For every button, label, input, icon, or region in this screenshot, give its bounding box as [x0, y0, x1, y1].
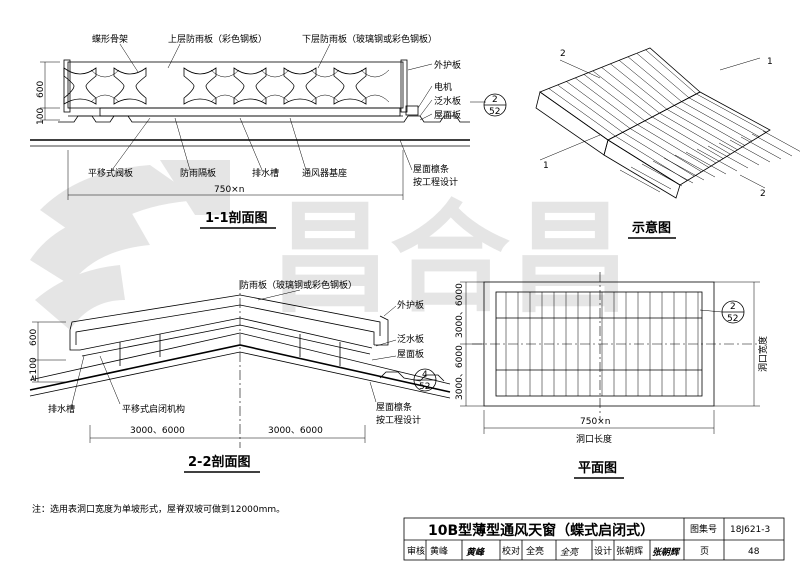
s1-label-butterfly-frame: 蝶形骨架 — [92, 33, 128, 45]
title-block-title: 10B型薄型通风天窗（蝶式启闭式） — [428, 522, 654, 539]
plan-view: 3000、6000 3000、6000 洞口宽度 2 52 750×n 洞口长度… — [455, 272, 769, 479]
page-label: 页 — [700, 546, 709, 557]
reviewer-name: 黄峰 — [430, 545, 448, 557]
s1-label-roof-panel: 屋面板 — [434, 109, 461, 121]
s2-label-rain-panel: 防雨板（玻璃钢或彩色钢板） — [240, 279, 357, 291]
designer-signature: 张朝辉 — [652, 547, 681, 558]
s1-label-vent-base: 通风器基座 — [302, 167, 347, 179]
s2-dim-left: 3000、6000 — [130, 426, 185, 436]
plan-length-label: 洞口长度 — [576, 433, 612, 445]
schematic-mark-1b: 1 — [767, 57, 773, 67]
check-label: 校对 — [502, 545, 520, 557]
watermark-text: 昌合昌 — [270, 190, 630, 329]
s1-label-by-design: 按工程设计 — [413, 176, 458, 188]
butterfly-frame — [113, 67, 147, 105]
s1-label-flashing: 泛水板 — [434, 95, 461, 107]
designer-name: 张朝辉 — [616, 546, 643, 557]
schematic-mark-2b: 2 — [760, 189, 766, 199]
plan-dim-bottom: 3000、6000 — [455, 345, 465, 400]
s1-label-sliding-damper: 平移式阀板 — [88, 167, 133, 179]
reviewer-signature: 黄峰 — [466, 547, 486, 558]
s2-dim-600: 600 — [29, 329, 39, 346]
butterfly-frame — [283, 67, 317, 105]
watermark-logo: 昌合昌 — [30, 160, 630, 330]
schematic-title: 示意图 — [632, 220, 671, 236]
s1-label-purlin: 屋面檩条 — [413, 163, 449, 175]
plan-title: 平面图 — [578, 461, 617, 476]
design-label: 设计 — [594, 545, 612, 557]
plan-opening-width: 洞口宽度 — [757, 336, 769, 372]
s2-title: 2-2剖面图 — [188, 454, 251, 470]
butterfly-frame — [333, 67, 367, 105]
plan-width-label: 750×n — [580, 417, 610, 427]
review-label: 审核 — [407, 545, 425, 557]
s1-label-outer-guard: 外护板 — [434, 59, 461, 71]
section-1-1: 600 100 蝶形骨架 上层防雨板（彩色钢板） 下层防雨板（玻璃钢或彩色钢板） — [30, 33, 507, 229]
s1-ref-den: 52 — [489, 107, 500, 117]
s1-label-motor: 电机 — [434, 81, 452, 93]
page-number: 48 — [748, 547, 760, 557]
atlas-number: 18J621-3 — [730, 525, 770, 535]
butterfly-frame — [183, 67, 217, 105]
title-block: 10B型薄型通风天窗（蝶式启闭式） 图集号 18J621-3 审核 黄峰 黄峰 … — [403, 517, 785, 561]
s2-label-flashing: 泛水板 — [397, 333, 424, 345]
butterfly-frames — [63, 67, 390, 105]
s2-dim-100: ≥100 — [29, 357, 39, 382]
section-2-2: 600 ≥100 防雨板（玻璃钢或彩色钢板） 外护板 泛水板 屋面板 4 52 — [29, 279, 451, 473]
s2-ref-den: 52 — [419, 382, 430, 392]
s1-label-lower-rain-panel: 下层防雨板（玻璃钢或彩色钢板） — [302, 33, 437, 45]
s1-dim-600: 600 — [36, 81, 46, 98]
s2-dim-right: 3000、6000 — [268, 426, 323, 436]
plan-ref-den: 52 — [727, 314, 738, 324]
checker-signature: 全亮 — [560, 547, 580, 558]
schematic-mark-2a: 2 — [560, 49, 566, 59]
plan-dim-top: 3000、6000 — [455, 283, 465, 338]
s2-ref-num: 4 — [422, 370, 428, 380]
s1-label-rain-partition: 防雨隔板 — [180, 167, 216, 179]
plan-ref-num: 2 — [730, 302, 736, 312]
s1-title: 1-1剖面图 — [205, 210, 268, 226]
s2-label-sliding-mechanism: 平移式启闭机构 — [122, 403, 185, 415]
schematic-view: 1 1 2 2 示意图 — [535, 47, 800, 239]
s1-ref-num: 2 — [492, 95, 498, 105]
s2-label-by-design: 按工程设计 — [376, 414, 421, 426]
butterfly-frame — [63, 67, 97, 105]
s2-label-roof-panel: 屋面板 — [397, 348, 424, 360]
atlas-label: 图集号 — [690, 523, 717, 535]
s1-dim-width: 750×n — [214, 185, 244, 195]
s2-label-purlin: 屋面檩条 — [376, 401, 412, 413]
schematic-mark-1a: 1 — [543, 161, 549, 171]
s1-label-upper-rain-panel: 上层防雨板（彩色钢板） — [168, 33, 267, 45]
s1-dim-100: 100 — [36, 108, 46, 125]
note-text: 注：选用表洞口宽度为单坡形式，屋脊双坡可做到12000mm。 — [32, 503, 285, 515]
checker-name: 全亮 — [526, 545, 544, 557]
butterfly-frame — [233, 67, 267, 105]
s2-label-drain-groove: 排水槽 — [48, 403, 75, 415]
s1-label-drain-groove: 排水槽 — [252, 167, 279, 179]
s2-label-outer-guard: 外护板 — [397, 299, 424, 311]
